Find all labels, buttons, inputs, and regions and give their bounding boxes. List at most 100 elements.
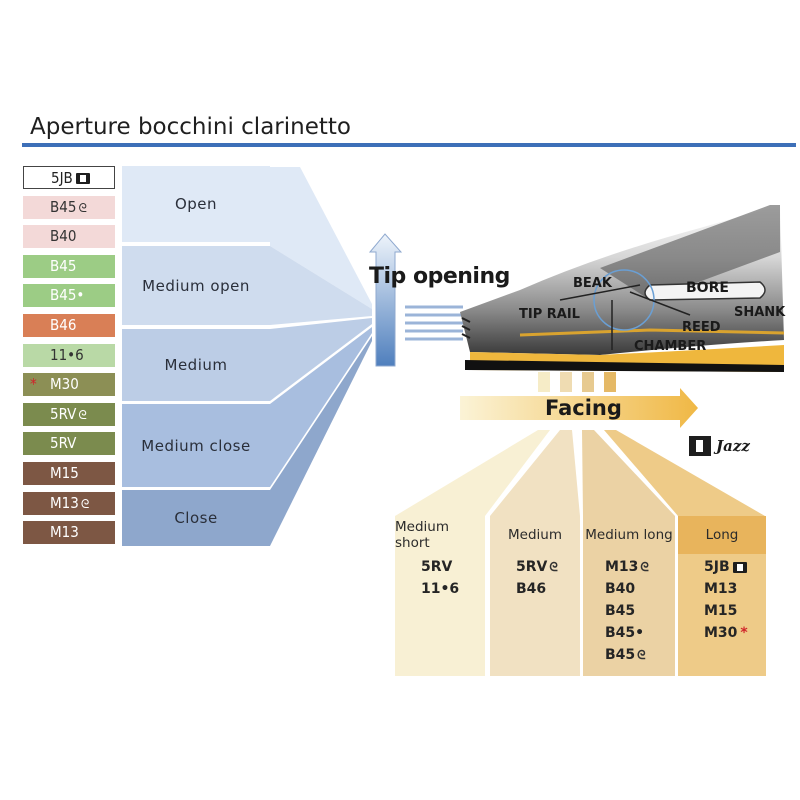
tip-level-label: Close	[174, 509, 218, 527]
facing-item-label: M15	[704, 603, 738, 619]
mouthpiece-label: B45	[50, 256, 77, 275]
mouthpiece-item: M15	[23, 462, 115, 485]
facing-item-label: 5RV	[421, 559, 453, 575]
tip-level-0: Open	[122, 166, 270, 242]
facing-column-header: Medium	[490, 516, 580, 554]
tip-level-label: Open	[174, 195, 218, 213]
funnel-band-close	[270, 336, 372, 546]
facing-item: B45	[605, 600, 675, 622]
tip-level-1: Medium open	[122, 246, 270, 325]
mouthpiece-label: M15	[50, 464, 79, 482]
facing-label: Facing	[545, 396, 622, 420]
title-underline	[22, 143, 796, 147]
facing-item-label: 5RV	[516, 559, 548, 575]
funnel-band-medium-close	[270, 327, 372, 487]
funnel-band-medium-open	[270, 246, 372, 325]
mouthpiece-label: 11•6	[50, 345, 84, 364]
tip-level-2: Medium	[122, 329, 270, 401]
facing-column-header: Long	[678, 516, 766, 554]
mouthpiece-item: B45•	[23, 284, 115, 308]
mouthpiece-label: 5RV	[50, 404, 77, 423]
tip-level-4: Close	[122, 490, 270, 546]
page-title: Aperture bocchini clarinetto	[30, 114, 351, 140]
tip-opening-label: Tip opening	[369, 264, 510, 289]
facing-column-header: Medium long	[583, 516, 675, 554]
facing-column: Medium short 5RV 11•6	[395, 516, 485, 676]
mouthpiece-label: B46	[50, 316, 77, 334]
mouthpiece-item: 5JB	[23, 166, 115, 189]
facing-column-header: Medium short	[395, 516, 485, 554]
mouthpiece-item: M13	[23, 521, 115, 545]
lyre-icon: ᘓ	[640, 560, 649, 574]
mouthpiece-label: M30	[50, 375, 79, 394]
jazz-icon	[732, 561, 747, 573]
facing-item: M15	[704, 600, 766, 622]
reed-label: REED	[682, 320, 721, 335]
funnel-band-medium	[270, 318, 372, 401]
mouthpiece-label: B45•	[50, 286, 85, 305]
facing-item: 5JB	[704, 556, 766, 578]
tip-level-label: Medium	[164, 356, 228, 374]
tip-opening-arrow	[368, 233, 403, 367]
facing-item: B45•	[605, 622, 675, 644]
mouthpiece-label: M13	[50, 493, 79, 512]
star-icon: *	[30, 375, 37, 394]
funnel-band-open	[270, 167, 372, 309]
mouthpiece-label: M13	[50, 523, 79, 542]
mouthpiece-label: 5JB	[51, 169, 73, 187]
mouthpiece-item: B45	[23, 254, 115, 278]
star-icon: *	[740, 625, 748, 641]
facing-item: 5RV	[421, 556, 485, 578]
facing-item: M30*	[704, 622, 766, 644]
mouthpiece-item: B40	[23, 225, 115, 249]
mouthpiece-label: B45	[50, 197, 77, 216]
mouthpiece-item: * M30	[23, 373, 115, 397]
facing-item-label: M30	[704, 625, 738, 641]
mouthpiece-item: 11•6	[23, 343, 115, 367]
lyre-icon: ᘓ	[549, 560, 558, 574]
facing-item: 11•6	[421, 578, 485, 600]
facing-item-label: B46	[516, 581, 547, 597]
facing-item: B46	[516, 578, 580, 600]
mouthpiece-label: B40	[50, 227, 77, 246]
facing-item-label: B45	[605, 603, 636, 619]
facing-item-label: B40	[605, 581, 636, 597]
mouthpiece-label: 5RV	[50, 434, 77, 453]
facing-item-label: 11•6	[421, 581, 460, 597]
lyre-icon: ᘓ	[78, 407, 87, 422]
chamber-label: CHAMBER	[634, 339, 707, 354]
facing-item-label: B45•	[605, 625, 645, 641]
tip-level-label: Medium close	[141, 436, 251, 455]
bore-label: BORE	[686, 280, 729, 296]
facing-item-label: B45	[605, 647, 636, 663]
mouthpiece-item: B46	[23, 314, 115, 337]
mouthpiece-item: 5RV	[23, 432, 115, 456]
facing-item: M13	[704, 578, 766, 600]
facing-items: 5RV 11•6	[395, 554, 485, 600]
facing-item-label: M13	[704, 581, 738, 597]
facing-item-label: 5JB	[704, 559, 730, 575]
tip-level-label: Medium open	[142, 276, 250, 295]
facing-item-label: M13	[605, 559, 639, 575]
lyre-icon: ᘓ	[78, 200, 87, 215]
lyre-icon: ᘓ	[80, 496, 90, 511]
facing-item: B40	[605, 578, 675, 600]
facing-arrow	[460, 388, 698, 428]
jazz-legend-label: Jazz	[716, 437, 750, 455]
lyre-icon: ᘓ	[637, 648, 646, 662]
tip-rail-label: TIP RAIL	[519, 307, 580, 322]
tip-level-3: Medium close	[122, 404, 270, 487]
